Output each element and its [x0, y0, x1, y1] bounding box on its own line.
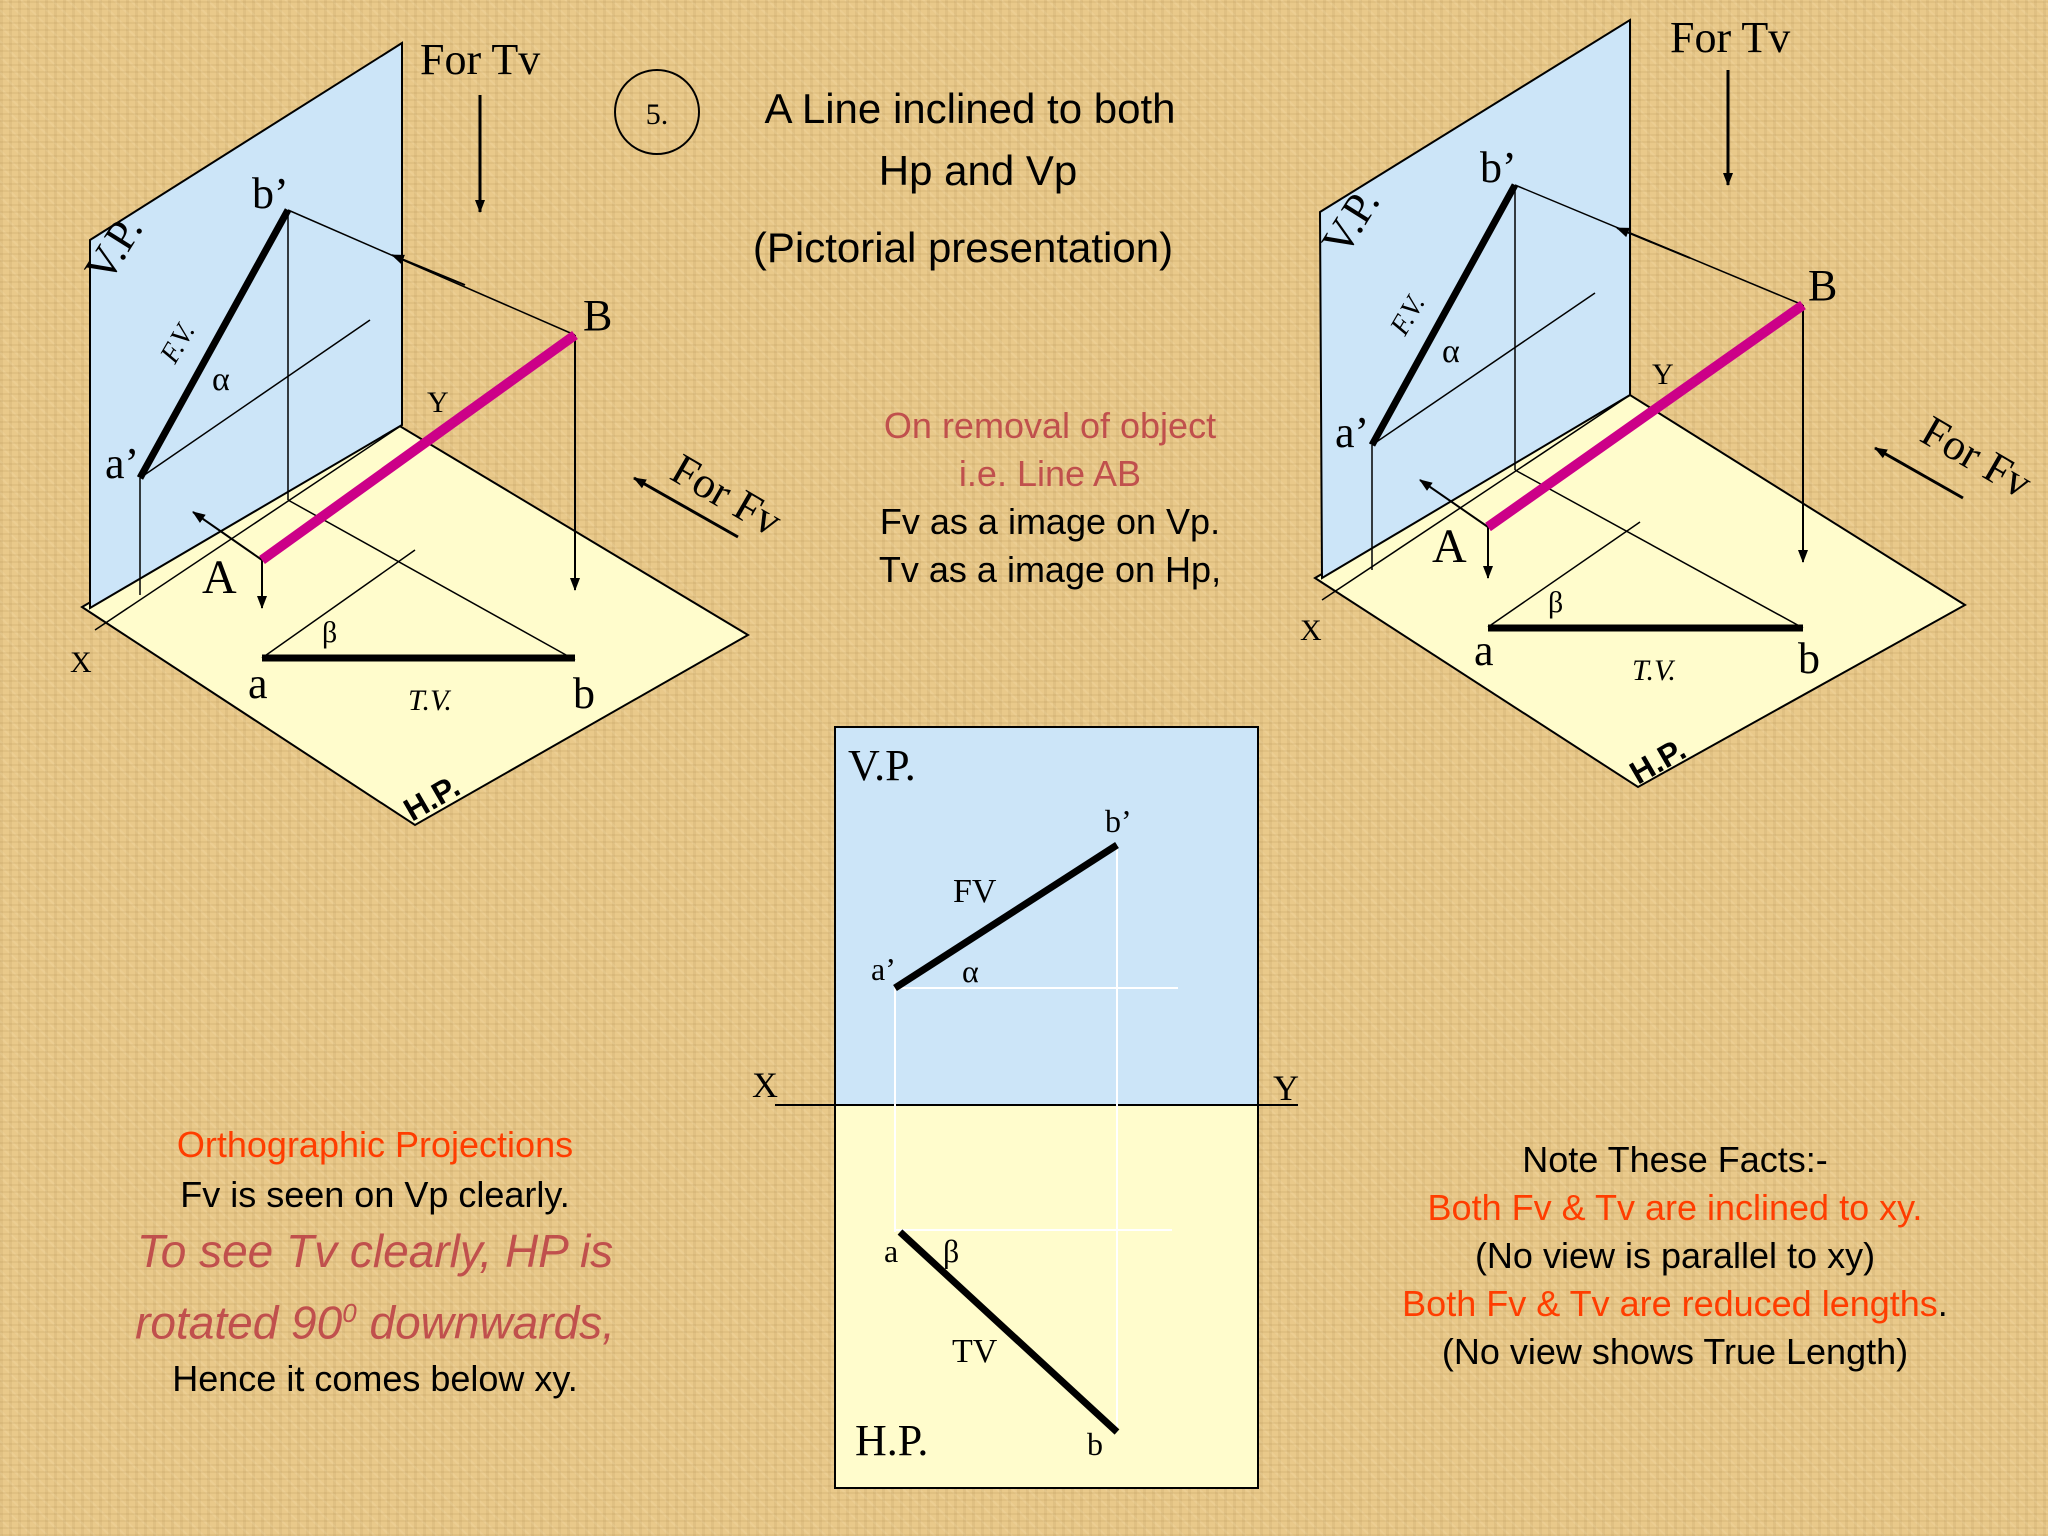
right-alpha-label: α	[1442, 333, 1460, 370]
right-A-label: A	[1432, 520, 1467, 573]
orthographic-view: V.P. H.P. X Y FV TV α β a’ b’ a b	[752, 726, 1299, 1489]
left-projector-b-vp	[391, 254, 466, 286]
left-helper-line	[261, 549, 416, 659]
right-beta-label: β	[1548, 586, 1563, 619]
right-note: Note These Facts:- Both Fv & Tv are incl…	[1340, 1136, 2010, 1376]
ortho-x-label: X	[752, 1065, 778, 1105]
right-note-line-4: Both Fv & Tv are reduced lengths.	[1340, 1280, 2010, 1328]
left-alpha-label: α	[212, 361, 230, 398]
right-for-fv-arrow	[1874, 446, 1964, 500]
ortho-tv-label: TV	[952, 1333, 998, 1370]
middle-note-line-2: i.e. Line AB	[958, 453, 1142, 494]
right-line-ab	[1485, 300, 1806, 532]
left-y-label: Y	[427, 386, 449, 419]
right-note-line-4-red: Both Fv & Tv are reduced lengths	[1402, 1283, 1938, 1324]
right-for-fv-label: For Fv	[1913, 406, 2040, 508]
ortho-beta-label: β	[943, 1233, 959, 1269]
left-a-label: a	[248, 659, 268, 708]
title-line-2: Hp and Vp	[879, 147, 1077, 194]
left-note-line-2: Fv is seen on Vp clearly.	[180, 1174, 570, 1215]
ortho-hp-label: H.P.	[855, 1416, 928, 1465]
left-b-label: b	[573, 669, 595, 718]
left-note-line-4a: rotated 90	[135, 1296, 343, 1349]
right-x-label: X	[1300, 614, 1322, 647]
middle-note: On removal of object i.e. Line AB Fv as …	[830, 402, 1270, 594]
middle-note-line-4: Tv as a image on Hp,	[878, 549, 1222, 590]
middle-note-line-1: On removal of object	[883, 405, 1217, 446]
right-note-line-4-dot: .	[1937, 1283, 1948, 1324]
ortho-fv-line	[893, 842, 1119, 991]
right-b-label: b	[1798, 634, 1820, 683]
ortho-a-label: a	[884, 1233, 898, 1269]
left-A-label: A	[202, 551, 237, 604]
title-number: 5.	[646, 98, 669, 131]
left-pictorial: For Tv For Fv V.P. H.P. F.V. T.V. α β X …	[70, 35, 790, 828]
right-xy-line	[1321, 394, 1631, 601]
left-B-label: B	[583, 291, 612, 340]
ortho-b-prime-label: b’	[1105, 803, 1132, 839]
ortho-fv-label: FV	[953, 873, 997, 910]
ortho-vp-panel	[834, 726, 1259, 1106]
left-note-line-3: To see Tv clearly, HP is	[136, 1225, 614, 1277]
left-for-tv-label: For Tv	[420, 35, 540, 84]
right-a-label: a	[1474, 626, 1494, 675]
ortho-y-label: Y	[1273, 1068, 1299, 1108]
middle-note-line-3: Fv as a image on Vp.	[879, 501, 1221, 542]
left-helper-line	[139, 319, 371, 479]
right-note-line-5: (No view shows True Length)	[1441, 1331, 1909, 1372]
left-note-line-4-sup: 0	[342, 1298, 357, 1328]
title-line-1: A Line inclined to both	[765, 85, 1176, 132]
left-tv-label: T.V.	[408, 684, 452, 717]
left-helper-line	[287, 499, 576, 661]
ortho-a-prime-label: a’	[871, 951, 896, 987]
left-helper-line	[287, 209, 576, 336]
right-note-line-3: (No view is parallel to xy)	[1474, 1235, 1876, 1276]
right-fv-line	[1368, 183, 1519, 447]
left-note-line-1: Orthographic Projections	[176, 1124, 574, 1165]
left-x-label: X	[70, 646, 92, 679]
right-y-label: Y	[1652, 358, 1674, 391]
left-note: Orthographic Projections Fv is seen on V…	[60, 1120, 690, 1405]
right-note-line-2: Both Fv & Tv are inclined to xy.	[1427, 1187, 1923, 1228]
ortho-tv-line	[897, 1229, 1120, 1435]
right-B-label: B	[1808, 261, 1837, 310]
left-projector-a-vp	[192, 511, 263, 561]
left-note-line-4: rotated 900 downwards,	[60, 1282, 690, 1353]
ortho-vp-label: V.P.	[848, 741, 916, 790]
left-beta-label: β	[322, 616, 337, 649]
right-b-prime-label: b’	[1480, 143, 1517, 192]
right-for-tv-label: For Tv	[1670, 13, 1790, 62]
left-xy-line	[94, 424, 403, 631]
left-a-prime-label: a’	[105, 439, 139, 488]
left-fv-line	[136, 208, 292, 480]
right-pictorial: For Tv For Fv V.P. H.P. F.V. T.V. α β X …	[1300, 13, 2040, 791]
right-note-line-1: Note These Facts:-	[1522, 1139, 1828, 1180]
left-note-line-4b: downwards,	[356, 1296, 615, 1349]
right-projector-a-vp	[1419, 479, 1489, 528]
ortho-alpha-label: α	[962, 953, 979, 989]
left-for-fv-arrow	[633, 476, 739, 539]
number-circle	[614, 69, 700, 155]
ortho-b-label: b	[1087, 1426, 1103, 1462]
right-helper-line	[1487, 521, 1641, 628]
right-tv-label: T.V.	[1632, 654, 1676, 687]
right-projector-b-vp	[1616, 227, 1691, 259]
title-line-3: (Pictorial presentation)	[753, 224, 1173, 271]
right-helper-line	[1514, 469, 1804, 629]
right-helper-line	[1371, 292, 1596, 446]
right-a-prime-label: a’	[1335, 408, 1369, 457]
left-line-ab	[259, 330, 578, 565]
left-b-prime-label: b’	[252, 169, 289, 218]
title-block: 5. A Line inclined to both Hp and Vp (Pi…	[614, 69, 1176, 271]
left-note-line-5: Hence it comes below xy.	[172, 1358, 578, 1400]
